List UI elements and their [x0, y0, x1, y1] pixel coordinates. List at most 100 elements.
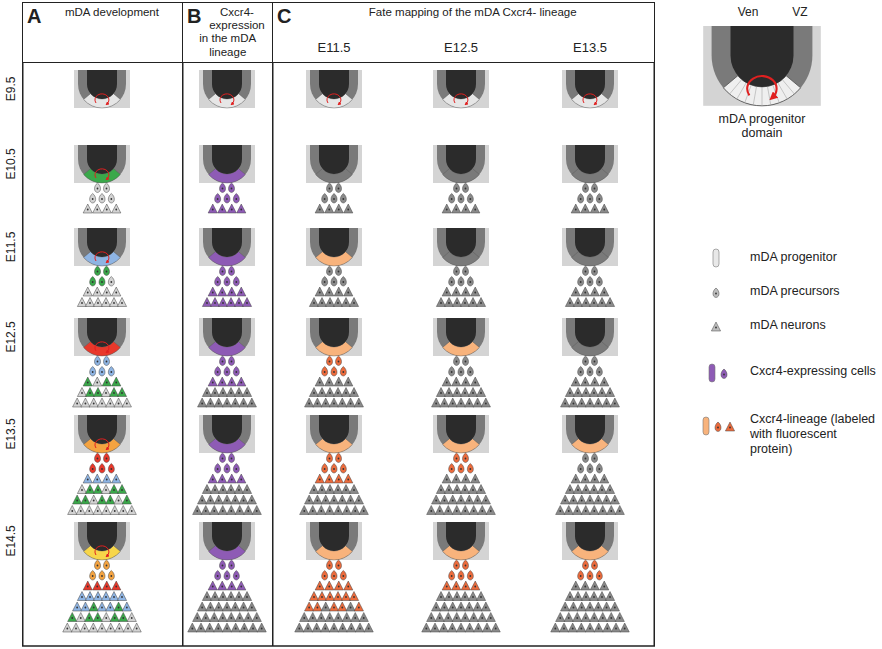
precursor-cell	[95, 453, 101, 463]
neuron-cell	[76, 613, 85, 622]
nucleus	[214, 392, 216, 394]
nucleus	[222, 617, 224, 619]
nucleus	[474, 479, 476, 481]
nucleus	[589, 281, 591, 283]
neuron-cell	[468, 485, 477, 494]
neuron-cell	[101, 388, 110, 397]
nucleus	[238, 596, 240, 598]
nucleus	[312, 617, 314, 619]
nucleus	[619, 510, 621, 512]
panel-letter: B	[187, 6, 201, 26]
nucleus	[106, 188, 108, 190]
midbrain-section	[199, 145, 255, 213]
neuron-cell	[452, 298, 461, 307]
nucleus	[238, 489, 240, 491]
neuron-cell	[242, 298, 251, 307]
nucleus	[485, 500, 487, 502]
precursor-cell	[583, 453, 589, 463]
nucleus	[580, 198, 582, 200]
nucleus	[222, 271, 224, 273]
nucleus	[238, 302, 240, 304]
neuron-cell	[585, 495, 594, 504]
precursor-cell	[327, 560, 333, 570]
neuron-cell	[442, 581, 451, 590]
nucleus	[76, 607, 78, 609]
nucleus	[338, 565, 340, 567]
neuron-cell	[465, 495, 474, 504]
nucleus	[474, 586, 476, 588]
nucleus	[89, 392, 91, 394]
precursor-cell	[331, 277, 337, 287]
nucleus	[221, 209, 223, 211]
precursor-cell	[592, 266, 598, 276]
neuron-cell	[359, 613, 368, 622]
neuron-cell	[597, 298, 606, 307]
neuron-cell	[93, 474, 102, 483]
nucleus	[118, 403, 120, 405]
neuron-cell	[239, 495, 248, 504]
nucleus	[222, 392, 224, 394]
neuron-cell	[97, 495, 106, 504]
neuron-cell	[334, 613, 343, 622]
nucleus	[580, 371, 582, 373]
neuron-cell	[471, 287, 480, 296]
panel-letter: C	[277, 6, 291, 26]
neuron-cell	[93, 298, 102, 307]
nucleus	[601, 392, 603, 394]
midbrain-section	[199, 70, 255, 108]
neuron-cell	[77, 388, 86, 397]
precursor-cell	[336, 560, 342, 570]
nucleus	[580, 628, 582, 630]
precursor-cell	[458, 277, 464, 287]
neuron-cell	[461, 377, 470, 386]
precursor-cell	[108, 277, 114, 287]
neuron-cell	[478, 613, 487, 622]
nucleus	[329, 458, 331, 460]
precursor-cell	[458, 367, 464, 377]
precursor-cell	[592, 356, 598, 366]
neuron-cell	[461, 581, 470, 590]
neuron-cell	[214, 602, 223, 611]
nucleus	[455, 382, 457, 384]
cell-stripe	[737, 83, 746, 99]
nucleus	[347, 209, 349, 211]
nucleus	[240, 292, 242, 294]
nucleus	[118, 500, 120, 502]
row-stage-label: E9.5	[5, 64, 19, 114]
nucleus	[113, 489, 115, 491]
nucleus	[589, 403, 591, 405]
nucleus	[328, 292, 330, 294]
precursor-cell	[578, 367, 584, 377]
nucleus	[92, 628, 94, 630]
nucleus	[321, 596, 323, 598]
nucleus	[609, 392, 611, 394]
neuron-cell	[117, 592, 126, 601]
neuron-cell	[127, 613, 136, 622]
neuron-cell	[226, 485, 235, 494]
neuron-cell	[556, 613, 565, 622]
nucleus	[205, 510, 207, 512]
nucleus	[455, 209, 457, 211]
nucleus	[85, 607, 87, 609]
neuron-cell	[123, 623, 132, 632]
nucleus	[217, 468, 219, 470]
tissue-ground	[306, 145, 362, 183]
precursor-cell	[449, 367, 455, 377]
nucleus	[346, 510, 348, 512]
neuron-cell	[206, 495, 215, 504]
neuron-cell	[295, 623, 304, 632]
neuron-cell	[442, 377, 451, 386]
precursor-cell	[99, 194, 105, 204]
nucleus	[452, 403, 454, 405]
neuron-cell	[317, 485, 326, 494]
neuron-cell	[325, 204, 334, 213]
nucleus	[575, 586, 577, 588]
neuron-cell	[101, 485, 110, 494]
neuroepithelium	[437, 228, 485, 266]
precursor-cell	[592, 560, 598, 570]
nucleus	[226, 628, 228, 630]
neuron-cell	[119, 506, 128, 515]
nucleus	[110, 575, 112, 577]
nucleus	[573, 500, 575, 502]
neuron-cell	[561, 495, 570, 504]
